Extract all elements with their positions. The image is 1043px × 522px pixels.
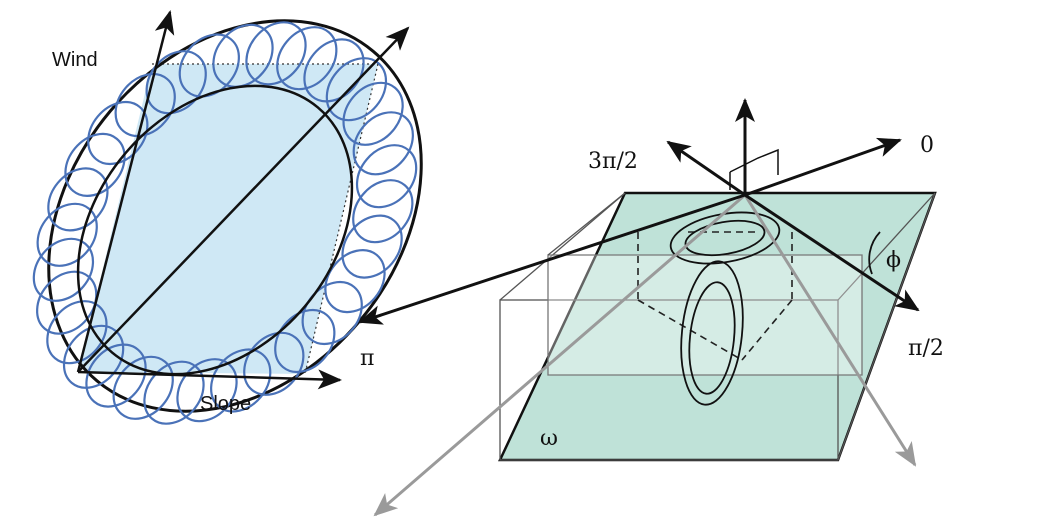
spread-loop (243, 331, 305, 396)
phi-angle-arc (868, 231, 881, 275)
omega-label: ω (540, 426, 558, 451)
arrow-pi (358, 193, 746, 325)
arrow-pi-over-2 (744, 193, 920, 312)
right-angle-marker (729, 148, 779, 175)
spread-loop (112, 355, 174, 420)
spread-loop (36, 202, 98, 267)
wind-slope-ellipse-figure: Wind Slope (32, 10, 423, 425)
spread-loop (355, 144, 418, 209)
spread-loop (352, 179, 414, 244)
slope-label: Slope (200, 393, 251, 415)
wind-slope-parallelogram (78, 64, 378, 374)
spread-loop (143, 360, 205, 425)
resultant-vector (77, 26, 410, 373)
spread-loop (324, 249, 386, 314)
inner-fire-front-ellipse (76, 84, 354, 376)
gray-arrow-left (373, 193, 746, 517)
spread-loop (210, 348, 272, 413)
spread-loop (341, 214, 403, 279)
angle-label-3pi-over-2: 3π/2 (588, 149, 638, 174)
spread-loop (178, 33, 240, 98)
angle-label-pi: π (360, 346, 374, 371)
wind-label: Wind (52, 49, 98, 71)
spread-loop (245, 21, 307, 86)
arrow-zero (744, 137, 902, 197)
terrain-angle-figure: 0 3π/2 π π/2 ϕ ω (358, 98, 944, 517)
spread-loop (46, 300, 108, 365)
spread-loop (303, 38, 365, 103)
spread-loop (47, 167, 109, 232)
spread-loop (87, 100, 149, 166)
wind-vector (76, 10, 175, 373)
spread-loop (32, 237, 95, 302)
angle-label-pi-over-2: π/2 (908, 336, 944, 361)
phi-label: ϕ (886, 248, 901, 273)
spread-loops (32, 21, 418, 425)
gray-arrow-right (743, 194, 917, 467)
spread-loop (342, 81, 404, 146)
slope-vector (77, 369, 342, 390)
spread-loop (274, 308, 336, 374)
spread-loop (114, 72, 176, 138)
arrow-3pi-over-2 (666, 140, 746, 197)
spread-loop (85, 343, 147, 408)
spread-loop (64, 132, 126, 197)
angle-label-0: 0 (920, 133, 934, 158)
terrain-box (499, 192, 936, 461)
spread-loop (325, 57, 388, 122)
spread-loop (276, 26, 338, 91)
